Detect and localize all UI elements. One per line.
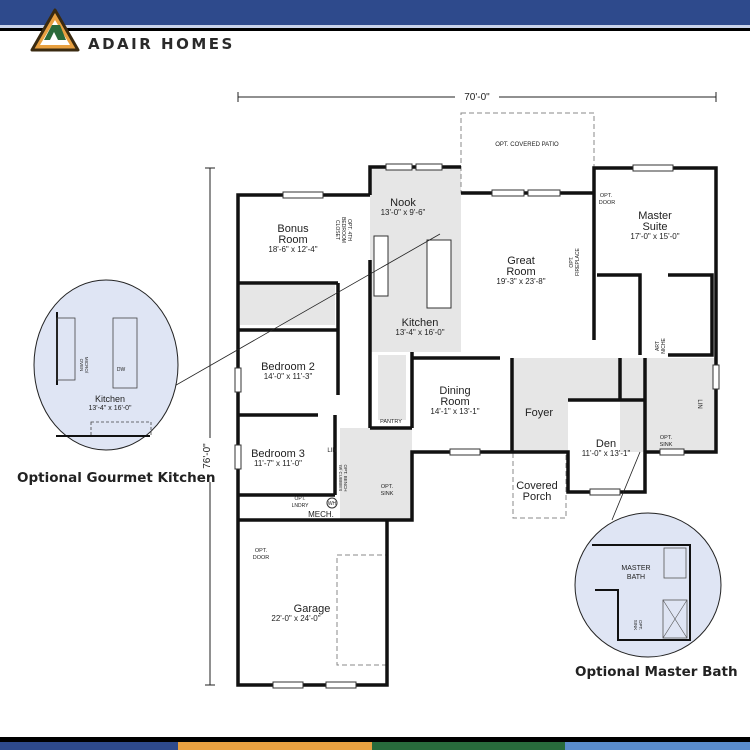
width-label: 70'-0" — [464, 92, 490, 103]
den-size: 11'-0" x 13'-1" — [582, 449, 631, 458]
bedroom3-size: 11'-7" x 11'-0" — [254, 459, 302, 468]
nook-size: 13'-0" x 9'-6" — [381, 208, 426, 217]
garage-door-label-1: OPT. — [255, 548, 268, 554]
closet-label-3: CLOSET — [334, 220, 340, 240]
master-bath-inset: MASTER BATH OPT. SINK — [574, 512, 722, 658]
kitchen-inset: Kitchen 13'-4" x 16'-0" DW MICRO/ OVEN — [33, 279, 179, 451]
laundry-sink-label-1: OPT. — [381, 484, 394, 490]
kitchen-inset-caption: Optional Gourmet Kitchen — [17, 470, 216, 486]
bath-inset-caption: Optional Master Bath — [575, 664, 738, 680]
master-suite-name-1: Master — [638, 210, 672, 222]
master-door-label-2: DOOR — [599, 200, 616, 206]
master-door-label-1: OPT. — [600, 193, 613, 199]
dining-size: 14'-1" x 13'-1" — [430, 407, 479, 416]
inset-kitchen-size: 13'-4" x 16'-0" — [88, 405, 132, 412]
bath-sink-label-2: SINK — [660, 442, 673, 448]
garage-size: 22'-0" x 24'-0" — [271, 614, 320, 623]
water-heater-icon — [326, 497, 338, 509]
foyer-name: Foyer — [525, 407, 553, 419]
depth-dimension — [205, 167, 215, 686]
bath-sink-label-1: OPT. — [660, 435, 673, 441]
garage-bay-outline — [336, 554, 388, 666]
great-room-size: 19'-3" x 23'-8" — [496, 277, 545, 286]
bedroom2-name: Bedroom 2 — [261, 361, 315, 373]
master-suite-size: 17'-0" x 15'-0" — [630, 232, 679, 241]
inset-sink-label-2: SINK — [633, 620, 638, 631]
tile-areas — [240, 167, 716, 520]
adair-logo-icon — [30, 8, 80, 52]
footer-stripe-blue — [0, 742, 178, 750]
bonus-size: 18'-6" x 12'-4" — [268, 245, 317, 254]
linen-label-1: LIN — [327, 448, 336, 454]
bench-label-1: OPT. BENCH — [343, 464, 348, 491]
inset-bath-name-1: MASTER — [621, 565, 650, 572]
kitchen-name: Kitchen — [402, 317, 439, 329]
fireplace-label-1: OPT. — [569, 256, 575, 267]
covered-patio-outline — [460, 112, 595, 194]
laundry-label-2: LNDRY — [292, 503, 310, 509]
fireplace-label-2: FIREPLACE — [575, 247, 581, 275]
art-niche-label-2: NICHE — [661, 338, 667, 354]
bench-label-2: W/ CUBBIES — [338, 465, 343, 492]
garage-name: Garage — [294, 603, 331, 615]
laundry-label-1: OPT. — [294, 496, 305, 502]
pantry-label: PANTRY — [380, 419, 402, 425]
dining-name-2: Room — [440, 396, 469, 408]
bedroom3-name: Bedroom 3 — [251, 448, 305, 460]
linen-label-2: LIN — [696, 399, 702, 408]
porch-name-2: Porch — [523, 491, 552, 503]
wh-label: WH — [328, 501, 337, 507]
kitchen-island — [426, 239, 452, 309]
inset-oven-label: OVEN — [79, 359, 84, 372]
header-bar — [0, 0, 750, 25]
den-name: Den — [596, 438, 616, 450]
inset-micro-label: MICRO/ — [84, 357, 89, 374]
footer-stripe-light-blue — [565, 742, 750, 750]
brand-name: ADAIR HOMES — [88, 35, 235, 53]
master-suite-name-2: Suite — [642, 221, 667, 233]
bonus-name-1: Bonus — [277, 223, 309, 235]
dining-name-1: Dining — [439, 385, 470, 397]
bonus-name-2: Room — [278, 234, 307, 246]
footer-stripe-orange — [178, 742, 372, 750]
nook-name: Nook — [390, 197, 416, 209]
mech-label: MECH. — [308, 510, 334, 519]
laundry-sink-label-2: SINK — [381, 491, 394, 497]
art-niche-label-1: ART — [655, 341, 661, 351]
great-room-name-1: Great — [507, 255, 535, 267]
inset-kitchen-name: Kitchen — [95, 394, 125, 404]
footer-stripe-green — [372, 742, 565, 750]
closet-label-1: OPT. 4TH — [346, 219, 352, 241]
great-room-name-2: Room — [506, 266, 535, 278]
footer-rule — [0, 737, 750, 742]
inset-sink-label-1: OPT. — [638, 620, 643, 630]
header-rule — [0, 28, 750, 31]
bedroom2-size: 14'-0" x 11'-3" — [264, 372, 313, 381]
depth-label: 76'-0" — [202, 443, 213, 469]
windows — [234, 163, 720, 689]
closet-label-2: BEDROOM — [340, 217, 346, 243]
bath-callout-line — [611, 451, 641, 521]
garage-door-label-2: DOOR — [253, 555, 270, 561]
inset-dw-label: DW — [117, 367, 126, 373]
porch-name-1: Covered — [516, 480, 558, 492]
patio-label: OPT. COVERED PATIO — [495, 142, 559, 148]
kitchen-counter — [373, 235, 389, 297]
kitchen-size: 13'-4" x 16'-0" — [395, 328, 444, 337]
kitchen-callout-line — [149, 233, 441, 401]
header-stripe — [0, 25, 750, 28]
inset-bath-name-2: BATH — [627, 574, 645, 581]
